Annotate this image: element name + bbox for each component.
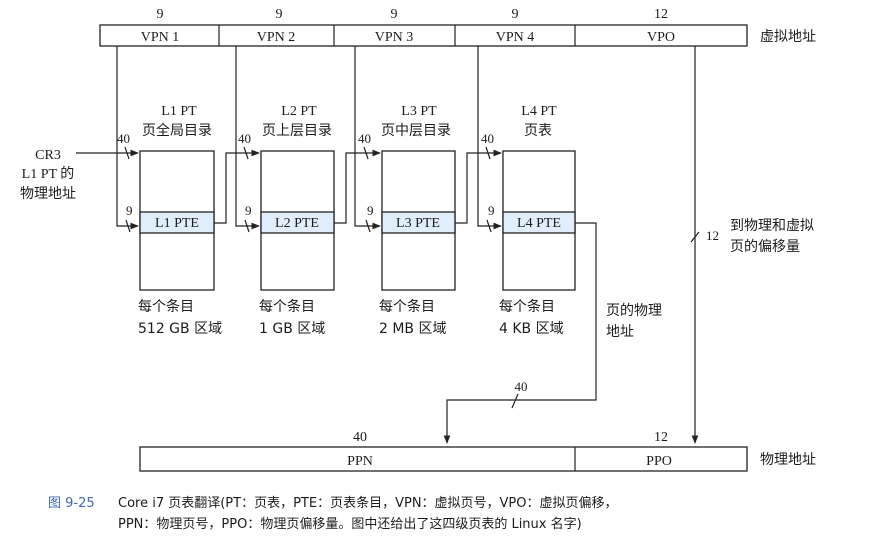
vpn3-bits: 9 <box>391 7 398 22</box>
l3-title: L3 PT <box>401 104 437 119</box>
l1-pte-label: L1 PTE <box>155 216 199 231</box>
physical-address-bar: PPN PPO 40 12 物理地址 <box>139 430 816 472</box>
figure-caption: 图 9-25 Core i7 页表翻译(PT：页表，PTE：页表条目，VPN：虚… <box>48 495 618 532</box>
l1-title: L1 PT <box>161 104 197 119</box>
l2-page-table: L2 PT 页上层目录 L2 PTE 每个条目 1 GB 区域 40 9 <box>238 104 335 337</box>
caption-line1: Core i7 页表翻译(PT：页表，PTE：页表条目，VPN：虚拟页号，VPO… <box>118 495 618 511</box>
vpn4-index-arrow <box>477 46 502 230</box>
vpn1-index-arrow <box>116 46 139 230</box>
l4-pte-label: L4 PTE <box>517 216 561 231</box>
virtual-address-label: 虚拟地址 <box>760 29 816 45</box>
l1-page-table: L1 PT 页全局目录 L1 PTE 每个条目 512 GB 区域 40 9 <box>117 104 222 337</box>
l2-desc-line2: 1 GB 区域 <box>259 321 325 337</box>
l2-title: L2 PT <box>281 104 317 119</box>
l3-page-table: L3 PT 页中层目录 L3 PTE 每个条目 2 MB 区域 40 9 <box>358 104 456 337</box>
l4-page-table: L4 PT 页表 L4 PTE 每个条目 4 KB 区域 40 9 <box>481 104 576 337</box>
l2-idx-bits: 9 <box>245 203 252 218</box>
vpn2-index-arrow <box>235 46 260 230</box>
virtual-address-outline <box>99 24 748 47</box>
l3-in-bits: 40 <box>358 131 371 146</box>
l3-pte-label: L3 PTE <box>396 216 440 231</box>
l1-subtitle: 页全局目录 <box>142 122 212 139</box>
cr3-line2: L1 PT 的 <box>22 166 75 182</box>
caption-number: 图 9-25 <box>48 496 95 511</box>
vpo-path-line1: 到物理和虚拟 <box>730 218 814 234</box>
ppn-field: PPN <box>347 454 373 469</box>
ppn-path-bits: 40 <box>515 379 528 394</box>
l4-desc-line2: 4 KB 区域 <box>499 321 564 337</box>
l4-title: L4 PT <box>521 104 557 119</box>
l1-desc-line1: 每个条目 <box>138 298 194 315</box>
page-phys-line1: 页的物理 <box>606 303 662 319</box>
l3-to-l4-arrow <box>455 149 502 224</box>
ppo-bits: 12 <box>654 430 668 445</box>
l2-in-bits: 40 <box>238 131 251 146</box>
vpn2-bits: 9 <box>276 7 283 22</box>
page-phys-line2: 地址 <box>606 324 634 340</box>
vpo-path-line2: 页的偏移量 <box>730 239 800 255</box>
vpo-path-bits: 12 <box>706 228 719 243</box>
vpn2-field: VPN 2 <box>257 30 296 45</box>
l4-in-bits: 40 <box>481 131 494 146</box>
l1-in-bits: 40 <box>117 131 130 146</box>
l1-desc-line2: 512 GB 区域 <box>138 321 222 337</box>
vpo-bits: 12 <box>654 7 668 22</box>
l2-subtitle: 页上层目录 <box>262 123 332 139</box>
l3-desc-line1: 每个条目 <box>379 298 435 315</box>
l2-to-l3-arrow <box>334 149 381 224</box>
cr3-line3: 物理地址 <box>20 186 76 202</box>
l2-desc-line1: 每个条目 <box>259 298 315 315</box>
vpn1-field: VPN 1 <box>141 30 180 45</box>
l1-to-l2-arrow <box>214 149 260 224</box>
l3-idx-bits: 9 <box>367 203 374 218</box>
virtual-address-bar: VPN 1 VPN 2 VPN 3 VPN 4 VPO 9 9 9 9 12 虚… <box>99 7 816 47</box>
physical-address-outline <box>139 446 748 472</box>
vpn1-bits: 9 <box>157 7 164 22</box>
l2-pte-label: L2 PTE <box>275 216 319 231</box>
l3-desc-line2: 2 MB 区域 <box>379 321 447 337</box>
l4-subtitle: 页表 <box>524 123 552 139</box>
vpn3-index-arrow <box>354 46 381 230</box>
vpn4-bits: 9 <box>512 7 519 22</box>
vpn3-field: VPN 3 <box>375 30 414 45</box>
ppo-field: PPO <box>646 454 672 469</box>
vpn4-field: VPN 4 <box>496 30 535 45</box>
l4-idx-bits: 9 <box>488 203 495 218</box>
ppn-bits: 40 <box>353 430 367 445</box>
vpo-field: VPO <box>647 30 675 45</box>
cr3-text: CR3 <box>35 148 61 163</box>
cr3-label: CR3 L1 PT 的 物理地址 <box>20 148 76 202</box>
l3-subtitle: 页中层目录 <box>381 123 451 139</box>
pte-to-ppn-arrow <box>443 222 597 444</box>
l4-desc-line1: 每个条目 <box>499 298 555 315</box>
l1-idx-bits: 9 <box>126 203 133 218</box>
physical-address-label: 物理地址 <box>760 452 816 468</box>
caption-line2: PPN：物理页号，PPO：物理页偏移量。图中还给出了这四级页表的 Linux 名… <box>118 516 582 532</box>
